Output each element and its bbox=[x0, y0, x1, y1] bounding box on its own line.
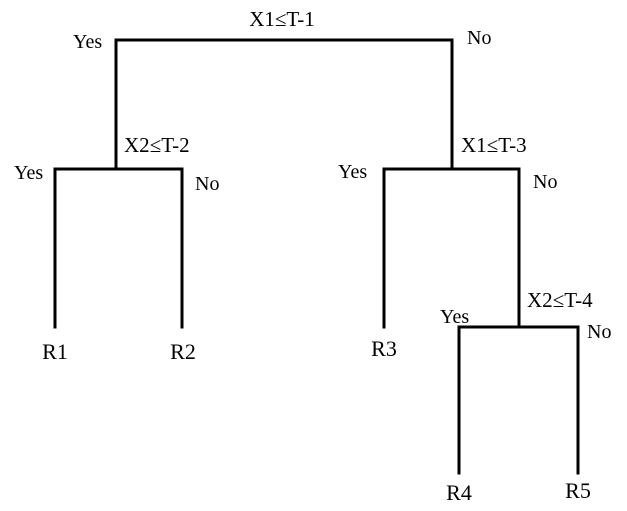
lower-split-no-label: No bbox=[587, 321, 611, 343]
left-split-yes-label: Yes bbox=[14, 162, 43, 184]
leaf-r2: R2 bbox=[170, 339, 196, 364]
leaf-r1: R1 bbox=[42, 339, 68, 364]
root-yes-label: Yes bbox=[73, 31, 102, 53]
right-split-yes-label: Yes bbox=[338, 161, 367, 183]
right-split-no-label: No bbox=[533, 171, 557, 193]
left-split-condition: X2≤T-2 bbox=[124, 133, 190, 157]
leaf-r4: R4 bbox=[446, 480, 472, 505]
root-no-label: No bbox=[467, 27, 491, 49]
root-condition: X1≤T-1 bbox=[249, 7, 315, 31]
lower-split-yes-label: Yes bbox=[440, 306, 469, 328]
right-split-condition: X1≤T-3 bbox=[461, 133, 527, 157]
leaf-r3: R3 bbox=[371, 336, 397, 361]
left-split bbox=[53, 167, 184, 329]
right-split bbox=[382, 167, 521, 329]
lower-split bbox=[457, 325, 580, 475]
leaf-r5: R5 bbox=[565, 478, 591, 503]
lower-split-condition: X2≤T-4 bbox=[527, 288, 593, 312]
left-split-no-label: No bbox=[195, 173, 219, 195]
root-split bbox=[114, 38, 454, 171]
